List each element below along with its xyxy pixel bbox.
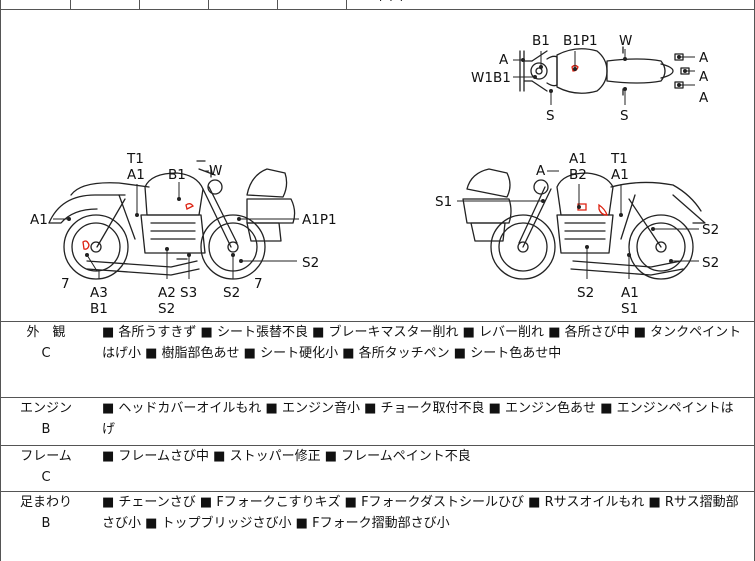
section-name: フレーム — [20, 449, 72, 464]
top-cell — [70, 0, 140, 9]
top-cell — [208, 0, 278, 9]
section-grade: B — [41, 422, 51, 437]
label-right: A1 — [569, 151, 587, 167]
label-left: B1 — [168, 167, 186, 183]
label-left: A2 — [158, 285, 176, 301]
label-left: A3 — [90, 285, 108, 301]
section-name: 足まわり — [19, 495, 72, 510]
damage-mark — [598, 203, 608, 216]
top-view-bike — [519, 46, 690, 96]
section-grade: C — [41, 346, 51, 361]
label-right: S2 — [577, 285, 594, 301]
label-top: A — [699, 69, 709, 85]
top-strip-text: · · · — [379, 0, 405, 7]
label-top: A — [699, 50, 709, 66]
label-right: S2 — [702, 222, 719, 238]
damage-mark — [185, 203, 194, 210]
label-left: W — [209, 163, 222, 179]
label-top: B1P1 — [563, 33, 598, 49]
label-top: A — [499, 52, 509, 68]
label-right: A1 — [611, 167, 629, 183]
label-left: S3 — [180, 285, 197, 301]
label-left: A1 — [127, 167, 145, 183]
label-right: S1 — [435, 194, 452, 210]
section-header: 外 観 C — [1, 322, 91, 364]
condition-table: 外 観 C ■ 各所うすきず ■ シート張替不良 ■ ブレーキマスター削れ ■ … — [1, 321, 754, 561]
label-right: A — [536, 163, 546, 179]
label-left: 7 — [254, 276, 263, 292]
label-top: S — [620, 108, 629, 124]
label-left: B1 — [90, 301, 108, 317]
section-header: フレーム C — [1, 446, 91, 488]
left-view-bike — [48, 160, 296, 280]
section-notes: ■ フレームさび中 ■ ストッパー修正 ■ フレームペイント不良 — [102, 449, 471, 464]
label-left: S2 — [223, 285, 240, 301]
label-left: T1 — [126, 151, 144, 167]
label-left: 7 — [61, 276, 70, 292]
right-view-bike — [462, 168, 706, 280]
section-row-engine: エンジン B ■ ヘッドカバーオイルもれ ■ エンジン音小 ■ チョーク取付不良… — [1, 397, 754, 445]
section-header: エンジン B — [1, 398, 91, 440]
label-top: S — [546, 108, 555, 124]
motorcycle-diagram-svg: B1 B1P1 W A W1B1 A A A S S T1 A1 B1 W A1… — [30, 33, 719, 317]
label-right: A1 — [621, 285, 639, 301]
label-left: S2 — [302, 255, 319, 271]
label-right: T1 — [610, 151, 628, 167]
section-name: 外 観 — [26, 325, 66, 340]
label-left: A1P1 — [302, 212, 337, 228]
label-top: W1B1 — [471, 70, 511, 86]
label-left: S2 — [158, 301, 175, 317]
label-right: B2 — [569, 167, 587, 183]
section-grade: C — [41, 470, 51, 485]
section-notes: ■ チェーンさび ■ Fフォークこすりキズ ■ Fフォークダストシールひび ■ … — [102, 495, 739, 531]
section-row-suspension: 足まわり B ■ チェーンさび ■ Fフォークこすりキズ ■ Fフォークダストシ… — [1, 491, 754, 561]
label-top: A — [699, 90, 709, 106]
section-notes: ■ ヘッドカバーオイルもれ ■ エンジン音小 ■ チョーク取付不良 ■ エンジン… — [102, 401, 734, 437]
damage-diagram: B1 B1P1 W A W1B1 A A A S S T1 A1 B1 W A1… — [1, 9, 754, 321]
section-name: エンジン — [19, 401, 72, 416]
top-table-strip: · · · — [1, 0, 754, 10]
damage-mark — [82, 240, 90, 250]
section-header: 足まわり B — [1, 492, 91, 534]
section-notes: ■ 各所うすきず ■ シート張替不良 ■ ブレーキマスター削れ ■ レバー削れ … — [102, 325, 742, 361]
section-row-frame: フレーム C ■ フレームさび中 ■ ストッパー修正 ■ フレームペイント不良 — [1, 445, 754, 491]
label-top: W — [619, 33, 632, 49]
label-top: B1 — [532, 33, 550, 49]
diagram-labels: B1 B1P1 W A W1B1 A A A S S T1 A1 B1 W A1… — [30, 33, 719, 317]
section-grade: B — [41, 516, 51, 531]
top-cell — [1, 0, 71, 9]
label-left: A1 — [30, 212, 48, 228]
leader-lines — [53, 49, 699, 279]
label-right: S2 — [702, 255, 719, 271]
label-right: S1 — [621, 301, 638, 317]
section-row-exterior: 外 観 C ■ 各所うすきず ■ シート張替不良 ■ ブレーキマスター削れ ■ … — [1, 321, 754, 397]
top-cell — [139, 0, 209, 9]
top-cell — [277, 0, 347, 9]
